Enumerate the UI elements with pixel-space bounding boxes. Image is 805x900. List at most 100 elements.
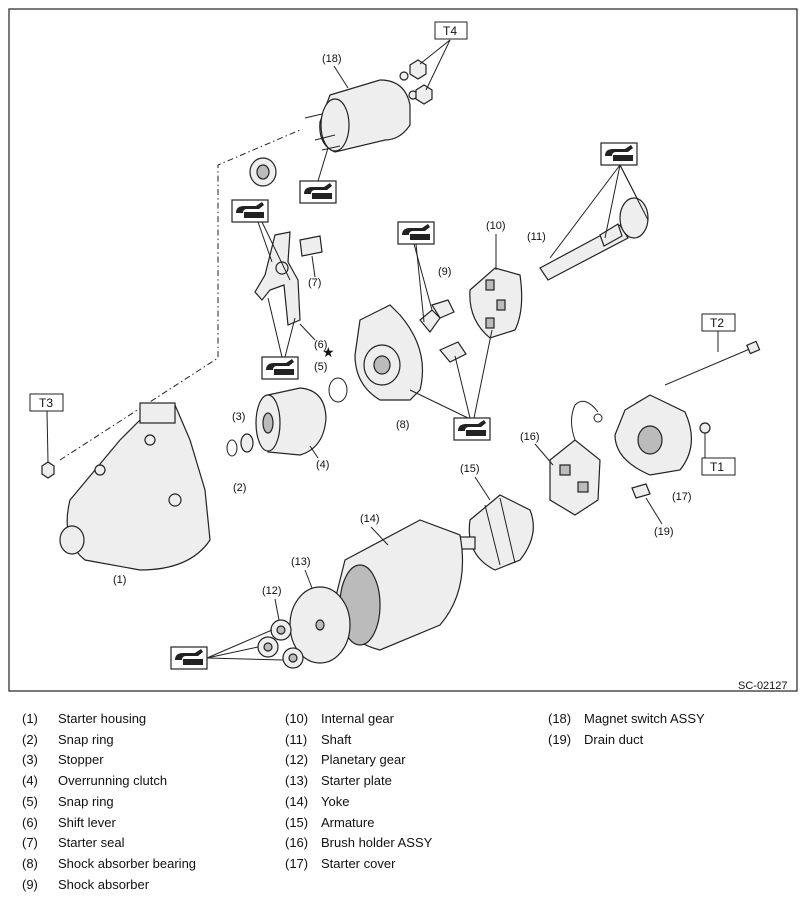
legend-number: (4) (22, 773, 38, 789)
legend-number: (11) (285, 731, 308, 747)
legend-label: Shock absorber (58, 876, 150, 892)
callout-13: (13) (291, 556, 311, 568)
legend-number: (8) (22, 855, 38, 871)
legend-item: (1)Starter housing (22, 711, 146, 726)
legend-number: (14) (285, 793, 309, 809)
grease-icon-planetary (170, 646, 208, 670)
legend-label: Magnet switch ASSY (584, 711, 705, 726)
callout-19: (19) (654, 526, 674, 538)
starter-exploded-diagram: T4 (18) (6) (7) (5) ★ (4) (3) (2) (8, 8, 798, 692)
legend-label: Brush holder ASSY (321, 835, 433, 851)
shock-absorber-bearing (354, 304, 423, 401)
callout-1: (1) (113, 574, 126, 586)
legend-item: (9) Shock absorber (22, 877, 149, 892)
legend-label: Shock absorber bearing (58, 855, 197, 871)
legend-number: (18) (548, 711, 572, 726)
legend-number: (6) (22, 814, 38, 830)
shift-lever (254, 231, 301, 326)
legend-label: Snap ring (58, 793, 114, 809)
shock-absorbers (419, 299, 467, 363)
callout-4: (4) (316, 459, 329, 471)
legend-item: (13)Starter plate (285, 773, 392, 788)
callout-9: (9) (438, 266, 451, 278)
legend-item: (16) Brush holder ASSY (285, 835, 432, 850)
snap-ring-2 (226, 439, 238, 457)
yoke (334, 519, 464, 651)
callout-5: (5) (314, 361, 327, 373)
t3-box (29, 393, 64, 412)
callout-8: (8) (396, 419, 409, 431)
legend-item: (2) Snap ring (22, 732, 114, 747)
legend-item: (7)Starter seal (22, 835, 124, 850)
figure-code: SC-02127 (738, 680, 788, 692)
callout-2: (2) (233, 482, 246, 494)
legend-number: (3) (22, 752, 38, 768)
legend-item: (10) Internal gear (285, 711, 394, 726)
callout-12: (12) (262, 585, 282, 597)
legend-label: Overrunning clutch (58, 773, 168, 789)
starter-cover (614, 394, 693, 476)
legend-item: (8) Shock absorber bearing (22, 856, 196, 871)
legend-number: (1) (22, 711, 38, 726)
legend-label: Shaft (321, 731, 352, 747)
overrunning-clutch (255, 387, 327, 456)
legend-item: (3) Stopper (22, 752, 104, 767)
starter-seal (299, 235, 323, 257)
t4-label: T4 (443, 24, 457, 38)
legend-label: Snap ring (58, 731, 114, 747)
legend-label: Planetary gear (321, 752, 406, 768)
through-bolt (664, 347, 753, 386)
internal-gear (469, 267, 523, 339)
callout-17: (17) (672, 491, 692, 503)
legend-item: (18) Magnet switch ASSY (548, 711, 705, 726)
legend-number: (16) (285, 835, 309, 851)
legend-number: (12) (285, 752, 309, 768)
callout-18: (18) (322, 53, 342, 65)
grease-icon-internal-gear (453, 417, 491, 441)
legend-label: Starter plate (321, 773, 392, 789)
t4-box (434, 21, 468, 40)
t3-label: T3 (39, 396, 53, 410)
legend-item: (17)Starter cover (285, 856, 395, 871)
drain-duct (631, 483, 651, 499)
callout-3: (3) (232, 411, 245, 423)
legend-number: (9) (22, 876, 38, 892)
legend-label: Yoke (321, 793, 350, 809)
t1-label: T1 (710, 460, 724, 474)
callout-16: (16) (520, 431, 540, 443)
grease-icon-shaft (600, 142, 638, 166)
t3-nut (41, 461, 55, 479)
callout-6: (6) (314, 339, 327, 351)
legend-number: (10) (285, 711, 309, 726)
callout-15: (15) (460, 463, 480, 475)
grease-icon-lever-top (231, 199, 269, 223)
legend-label: Drain duct (584, 731, 644, 747)
legend-label: Internal gear (321, 711, 394, 726)
shaft (539, 197, 649, 281)
grease-icon-switch (299, 180, 337, 204)
grease-icon-lever-bottom (261, 356, 299, 380)
legend-item: (12) Planetary gear (285, 752, 406, 767)
legend-label: Starter seal (58, 835, 125, 851)
starter-housing (59, 402, 211, 571)
legend-label: Shift lever (58, 814, 116, 830)
legend-number: (2) (22, 731, 38, 747)
t1-box (701, 457, 736, 476)
star-symbol: ★ (322, 345, 335, 361)
legend-item: (11) Shaft (285, 732, 351, 747)
callout-11: (11) (527, 231, 546, 243)
legend-item: (5) Snap ring (22, 794, 114, 809)
legend-label: Armature (321, 814, 375, 830)
t1-screw (699, 422, 711, 434)
legend-item: (4) Overrunning clutch (22, 773, 167, 788)
legend-label: Stopper (58, 752, 104, 768)
legend-number: (5) (22, 793, 38, 809)
legend-number: (19) (548, 731, 572, 747)
callout-14: (14) (360, 513, 380, 525)
t2-label: T2 (710, 316, 724, 330)
snap-ring-5 (328, 377, 348, 403)
planetary-gears (257, 619, 304, 669)
legend-item: (15)Armature (285, 815, 374, 830)
armature (454, 494, 534, 571)
